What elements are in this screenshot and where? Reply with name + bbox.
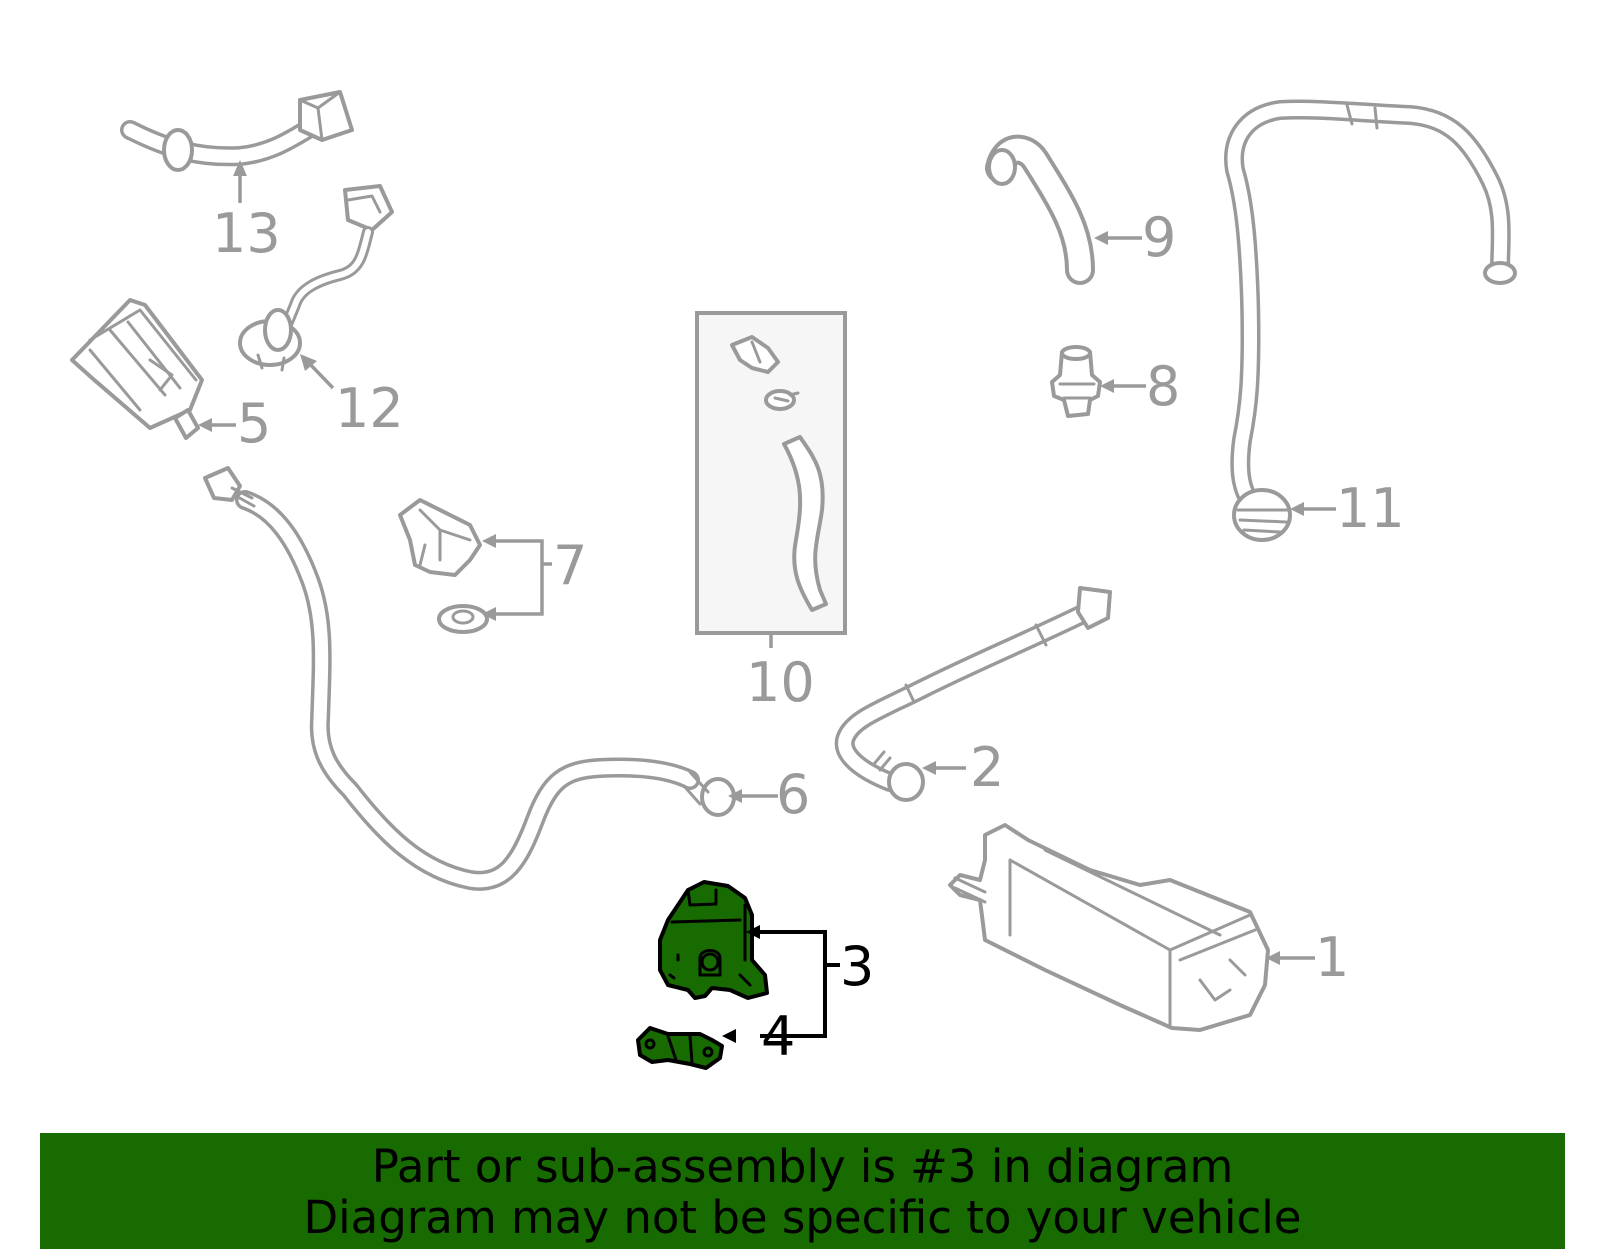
banner-line-1: Part or sub-assembly is #3 in diagram	[371, 1140, 1234, 1193]
part-4-bracket-highlighted[interactable]	[636, 1026, 724, 1070]
part-4-hole-left	[644, 1038, 656, 1050]
arrow-4	[722, 1029, 736, 1043]
part-3-vent-valve-highlighted[interactable]	[658, 880, 769, 1000]
leader-3-4	[760, 930, 840, 1038]
part-11-pipe[interactable]	[1224, 99, 1517, 542]
arrow-6	[728, 789, 742, 803]
callout-13[interactable]: 13	[212, 202, 281, 265]
part-3-port	[700, 952, 720, 972]
arrow-7b	[482, 607, 496, 621]
callout-1[interactable]: 1	[1315, 926, 1349, 989]
callout-6[interactable]: 6	[776, 763, 810, 826]
arrow-7a	[482, 534, 496, 548]
callout-3[interactable]: 3	[840, 935, 874, 998]
part-2-hose[interactable]	[834, 586, 1112, 802]
part-5-module[interactable]	[70, 298, 204, 440]
part-12-oxygen-sensor[interactable]	[238, 184, 394, 372]
part-6-vapor-hose[interactable]	[203, 466, 736, 891]
banner-line-2: Diagram may not be specific to your vehi…	[303, 1191, 1302, 1244]
callout-11[interactable]: 11	[1336, 477, 1405, 540]
info-banner: Part or sub-assembly is #3 in diagram Di…	[40, 1133, 1565, 1249]
arrow-12	[300, 354, 317, 371]
arrow-5	[198, 418, 212, 432]
arrow-13	[233, 160, 247, 176]
callout-9[interactable]: 9	[1142, 206, 1176, 269]
callout-12[interactable]: 12	[335, 377, 404, 440]
callout-2[interactable]: 2	[970, 736, 1004, 799]
arrow-1	[1266, 951, 1280, 965]
arrow-9	[1094, 231, 1108, 245]
arrow-3	[746, 925, 760, 939]
callout-4[interactable]: 4	[761, 1005, 795, 1068]
callout-8[interactable]: 8	[1146, 355, 1180, 418]
part-8-fitting[interactable]	[1050, 345, 1102, 418]
part-7-valve-and-gasket[interactable]	[398, 498, 489, 634]
part-10-kit-contents	[730, 335, 828, 612]
leader-7	[493, 539, 552, 616]
arrow-8	[1100, 379, 1114, 393]
part-9-hose[interactable]	[985, 134, 1095, 285]
part-13-sensor-harness[interactable]	[120, 90, 354, 172]
part-1-canister[interactable]	[948, 823, 1270, 1032]
callout-7[interactable]: 7	[553, 534, 587, 597]
part-4-hole-right	[702, 1046, 714, 1058]
arrow-2	[922, 761, 936, 775]
callout-5[interactable]: 5	[237, 392, 271, 455]
callout-10[interactable]: 10	[746, 651, 815, 714]
arrow-11	[1290, 502, 1304, 516]
